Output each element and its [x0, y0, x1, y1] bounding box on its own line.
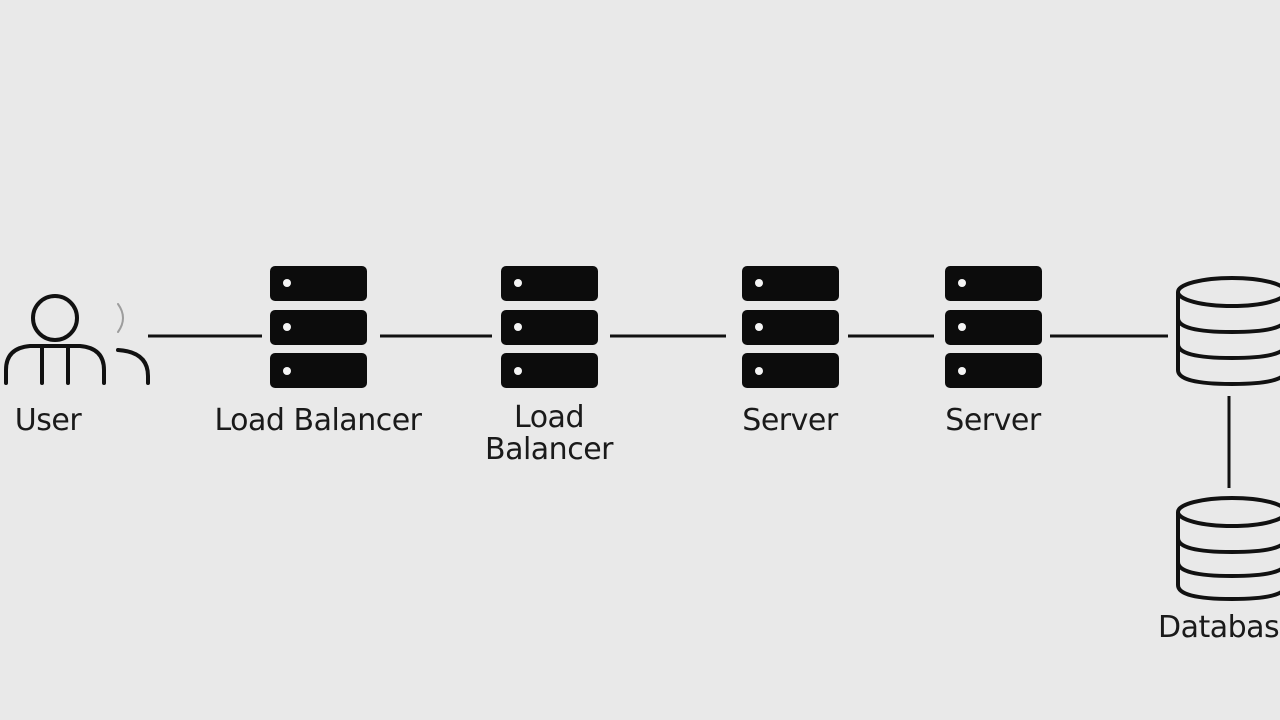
node-label-load-balancer-2-line2: Balancer: [485, 432, 614, 467]
node-server-1: Server: [742, 266, 839, 438]
node-user: User: [4, 294, 150, 438]
node-label-load-balancer-1: Load Balancer: [215, 403, 423, 438]
node-database-2: Database: [1158, 496, 1280, 645]
server-stack-icon: [501, 266, 598, 388]
node-label-server-2: Server: [945, 403, 1042, 438]
connections: [148, 334, 1231, 488]
node-database-1: [1176, 276, 1280, 387]
node-label-user: User: [15, 403, 83, 438]
node-label-database: Database: [1158, 610, 1280, 645]
node-label-load-balancer-2-line1: Load: [514, 400, 584, 435]
node-load-balancer-1: Load Balancer: [215, 266, 423, 438]
user-icon: [4, 294, 150, 385]
node-server-2: Server: [945, 266, 1042, 438]
node-label-server-1: Server: [742, 403, 839, 438]
server-stack-icon: [945, 266, 1042, 388]
server-stack-icon: [742, 266, 839, 388]
database-icon: [1176, 496, 1280, 602]
database-icon: [1176, 276, 1280, 387]
node-load-balancer-2: Load Balancer: [485, 266, 615, 467]
server-stack-icon: [270, 266, 367, 388]
